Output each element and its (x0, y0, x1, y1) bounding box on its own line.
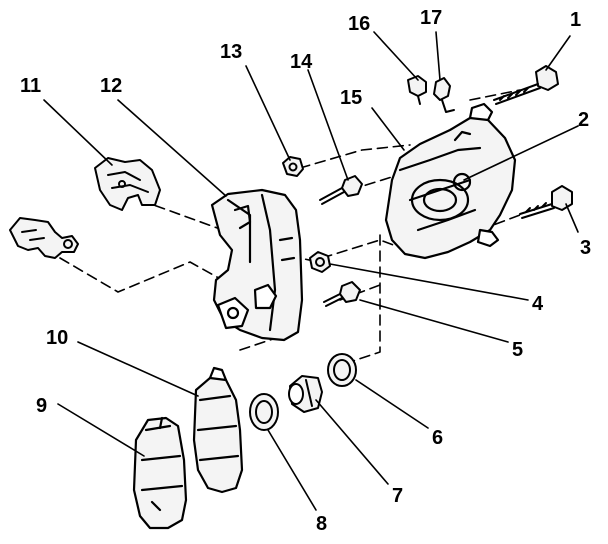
caliper-mounting-bracket (210, 188, 304, 342)
guide-pin-boot (309, 251, 331, 273)
callout-17: 17 (420, 7, 443, 29)
caliper-bolt-lower (519, 185, 573, 219)
callout-6: 6 (432, 427, 444, 449)
callout-12: 12 (100, 75, 123, 97)
callout-10: 10 (46, 327, 69, 349)
bleeder-valve (319, 175, 363, 205)
bleeder-cap (407, 75, 427, 105)
caliper-housing (384, 102, 517, 260)
caliper-bolt-upper (493, 65, 559, 105)
inner-brake-pad (192, 366, 244, 494)
callout-9: 9 (36, 395, 48, 417)
callout-2: 2 (578, 109, 590, 131)
callout-15: 15 (340, 87, 363, 109)
callout-7: 7 (392, 485, 404, 507)
callout-13: 13 (220, 41, 243, 63)
bracket-nut (282, 156, 304, 177)
callout-3: 3 (580, 237, 592, 259)
caliper-piston (288, 375, 323, 413)
callout-1: 1 (570, 9, 582, 31)
piston-seal (327, 353, 357, 387)
upper-pad-clip (94, 157, 161, 211)
callout-4: 4 (532, 293, 544, 315)
outer-brake-pad (132, 416, 188, 530)
callout-5: 5 (512, 339, 524, 361)
lower-pad-clip (9, 217, 79, 259)
callout-leaders (43, 31, 579, 511)
callout-8: 8 (316, 513, 328, 535)
callout-16: 16 (348, 13, 371, 35)
bleeder-screw (433, 77, 455, 113)
callout-14: 14 (290, 51, 313, 73)
callout-11: 11 (20, 75, 42, 97)
guide-pin-bolt (323, 281, 361, 307)
piston-boot (249, 393, 279, 431)
